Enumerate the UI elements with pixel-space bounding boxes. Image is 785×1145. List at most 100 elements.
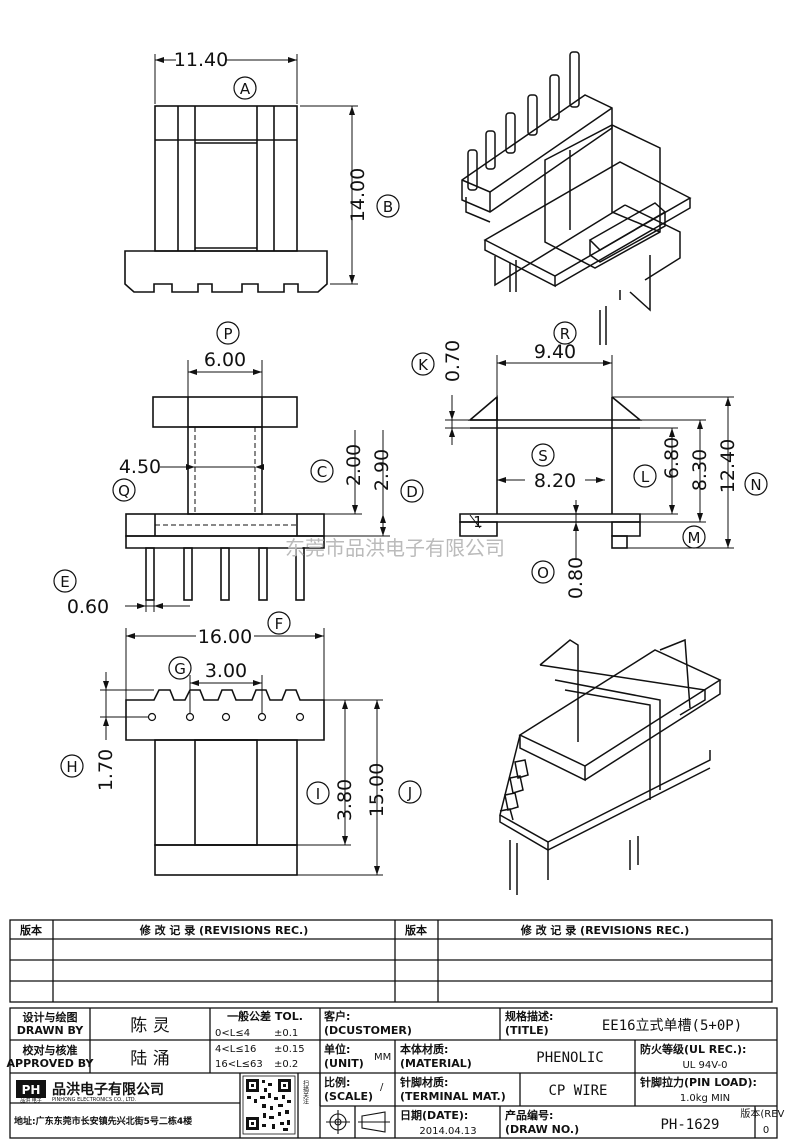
company-name: 品洪电子有限公司 xyxy=(52,1081,164,1098)
dim-h-height: 1.70 xyxy=(95,749,117,791)
projection-symbol xyxy=(326,1110,390,1134)
dim-f-width: 16.00 xyxy=(198,626,252,648)
logo-sub: 品洪 电子 xyxy=(20,1097,42,1104)
callout-l: L xyxy=(641,468,650,486)
callout-k: K xyxy=(418,356,429,374)
drawn-by-label: 设计与绘图 xyxy=(23,1010,78,1024)
drawn-by-label-en: DRAWN BY xyxy=(17,1024,85,1037)
drawing-no-label-en: (DRAW NO.) xyxy=(505,1123,579,1136)
dim-p-width: 6.00 xyxy=(204,349,246,371)
dim-d-height: 2.90 xyxy=(371,449,393,491)
company-address: 地址:广东东莞市长安镇先兴北街5号二栋4楼 xyxy=(14,1115,192,1127)
dim-n-height: 12.40 xyxy=(717,439,739,493)
tolerance-row2-range: 4<L≤16 xyxy=(215,1044,256,1055)
callout-q: Q xyxy=(118,482,130,500)
dim-k-flange: 0.70 xyxy=(442,340,464,382)
callout-n: N xyxy=(750,476,761,494)
dim-g-pitch: 3.00 xyxy=(205,660,247,682)
tolerance-row1-value: ±0.1 xyxy=(274,1028,298,1039)
callout-s: S xyxy=(538,447,548,465)
callout-g: G xyxy=(174,660,186,678)
terminal-label-en: (TERMINAL MAT.) xyxy=(400,1090,506,1103)
callout-p: P xyxy=(223,325,232,343)
qr-caption: 扫描关注 xyxy=(302,1079,309,1105)
company-logo: PH 品洪 电子 xyxy=(16,1080,46,1104)
title-label-en: (TITLE) xyxy=(505,1024,549,1037)
terminal-label: 针脚材质: xyxy=(400,1075,448,1089)
revision-col-record-left: 修 改 记 录 (REVISIONS REC.) xyxy=(139,923,309,937)
fire-rating-value: UL 94V-0 xyxy=(682,1060,727,1071)
scale-label-en: (SCALE) xyxy=(324,1090,373,1103)
watermark: 东莞市品洪电子有限公司 xyxy=(285,536,505,560)
revision-col-record-right: 修 改 记 录 (REVISIONS REC.) xyxy=(520,923,690,937)
tolerance-row3-range: 16<L≤63 xyxy=(215,1059,263,1070)
dim-q-width: 4.50 xyxy=(119,456,161,478)
callout-j: J xyxy=(407,784,412,802)
front-view xyxy=(125,360,390,612)
dim-o-height: 0.80 xyxy=(565,557,587,599)
rev-label: 版本(REV): xyxy=(740,1107,785,1120)
callout-a: A xyxy=(240,80,251,98)
callout-o: O xyxy=(537,564,549,582)
dim-r-width: 9.40 xyxy=(534,341,576,363)
drawing-no-label: 产品编号: xyxy=(505,1108,553,1122)
callout-r: R xyxy=(560,325,570,343)
logo-mark: PH xyxy=(22,1083,41,1097)
isometric-view-top xyxy=(461,51,692,345)
tolerance-row2-value: ±0.15 xyxy=(274,1044,305,1055)
side-view xyxy=(445,355,734,560)
rev-value: 0 xyxy=(763,1125,769,1136)
terminal-value: CP WIRE xyxy=(548,1083,607,1099)
isometric-view-bottom xyxy=(499,638,722,895)
date-value: 2014.04.13 xyxy=(419,1126,476,1137)
material-value: PHENOLIC xyxy=(536,1050,603,1066)
dim-j-height: 15.00 xyxy=(366,763,388,817)
dim-s-width: 8.20 xyxy=(534,470,576,492)
scale-value: / xyxy=(380,1082,384,1093)
date-label: 日期(DATE): xyxy=(400,1108,468,1122)
unit-label: 单位: xyxy=(324,1042,350,1056)
company-name-en: PINHONG ELECTRONICS CO., LTD. xyxy=(52,1097,137,1103)
fire-rating-label: 防火等级(UL REC.): xyxy=(640,1042,746,1056)
revision-col-version-left: 版本 xyxy=(20,923,42,937)
callout-m: M xyxy=(688,529,701,547)
dim-l-height: 6.80 xyxy=(661,437,683,479)
pin-load-label: 针脚拉力(PIN LOAD): xyxy=(640,1075,757,1089)
dim-m-height: 8.30 xyxy=(689,449,711,491)
drawing-number: PH-1629 xyxy=(660,1117,719,1133)
callout-e: E xyxy=(60,573,69,591)
dim-c-height: 2.00 xyxy=(343,444,365,486)
title-label: 规格描述: xyxy=(505,1009,553,1023)
pin-one-marker: 1 xyxy=(473,513,483,531)
material-label-en: (MATERIAL) xyxy=(400,1057,472,1070)
callout-f: F xyxy=(275,615,284,633)
bottom-view xyxy=(100,628,383,876)
product-title: EE16立式单槽(5+0P) xyxy=(602,1018,742,1034)
dim-e-pin: 0.60 xyxy=(67,596,109,618)
scale-label: 比例: xyxy=(324,1075,350,1089)
tolerance-title: 一般公差 TOL. xyxy=(227,1009,303,1023)
title-block-grid xyxy=(9,1007,778,1139)
material-label: 本体材质: xyxy=(400,1042,448,1056)
drawn-by-name: 陈 灵 xyxy=(130,1016,169,1036)
tolerance-row1-range: 0<L≤4 xyxy=(215,1028,250,1039)
tolerance-row3-value: ±0.2 xyxy=(274,1059,298,1070)
top-view xyxy=(124,54,358,293)
dim-height-top: 14.00 xyxy=(347,168,369,222)
callout-c: C xyxy=(317,463,327,481)
callout-d: D xyxy=(406,483,418,501)
revision-col-version-right: 版本 xyxy=(405,923,427,937)
qr-code xyxy=(242,1075,296,1135)
pin-load-value: 1.0kg MIN xyxy=(680,1093,730,1104)
callout-h: H xyxy=(66,758,77,776)
approved-by-label: 校对与核准 xyxy=(23,1043,78,1057)
customer-label-en: (DCUSTOMER) xyxy=(324,1024,412,1037)
callout-b: B xyxy=(383,198,393,216)
callout-i: I xyxy=(316,785,320,803)
approved-by-label-en: APPROVED BY xyxy=(7,1057,95,1070)
customer-label: 客户: xyxy=(323,1009,350,1023)
unit-label-en: (UNIT) xyxy=(324,1057,364,1070)
dim-i-height: 3.80 xyxy=(334,779,356,821)
dim-width-top: 11.40 xyxy=(174,49,228,71)
unit-value: MM xyxy=(374,1052,391,1063)
